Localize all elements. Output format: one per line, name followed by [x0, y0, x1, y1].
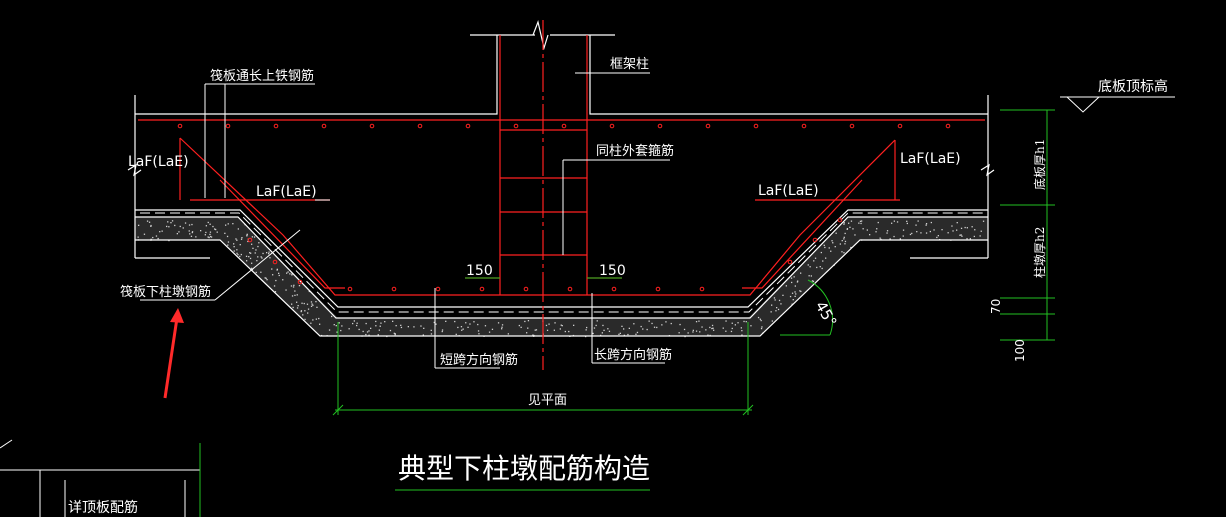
rebar-dot [435, 286, 441, 292]
rebar-dot [369, 123, 375, 129]
rebar-dot [657, 123, 663, 129]
slab-top-elevation-label: 底板顶标高 [1098, 78, 1168, 95]
laf-left-top-label: LaF(LaE) [128, 154, 189, 170]
rebar-section-dots [177, 123, 951, 292]
laf-right-top-label: LaF(LaE) [900, 151, 961, 167]
rebar-dot [945, 123, 951, 129]
rebar-dot [655, 286, 661, 292]
rebar-dot [273, 123, 279, 129]
rebar-dot [609, 123, 615, 129]
concrete-cushion-layer [135, 217, 988, 338]
short-span-rebar-label: 短跨方向钢筋 [440, 352, 518, 368]
rebar-dot [523, 286, 529, 292]
raft-top-rebar-label: 筏板通长上铁钢筋 [210, 68, 314, 84]
laf-right-mid-label: LaF(LaE) [758, 183, 819, 199]
leader-lines [0, 72, 1175, 517]
rebar-dot [801, 123, 807, 129]
rebar-dot [513, 123, 519, 129]
rebar-dot [705, 123, 711, 129]
rebar-dot [849, 123, 855, 129]
rebar-lines [138, 20, 985, 370]
dim-150-left-label: 150 [466, 263, 493, 279]
pier-height-label: 柱墩厚h2 [1032, 227, 1047, 278]
main-title: 典型下柱墩配筋构造 [398, 452, 650, 485]
rebar-dot [391, 286, 397, 292]
detail-slab-rebar-label: 详顶板配筋 [68, 499, 138, 516]
rebar-dot [699, 286, 705, 292]
rebar-dot [787, 259, 793, 265]
rebar-dot [753, 123, 759, 129]
rebar-dot [561, 123, 567, 129]
rebar-dot [247, 237, 253, 243]
bottom-rebar-dashed [140, 212, 985, 313]
column-outer-stirrup-label: 同柱外套箍筋 [596, 143, 674, 159]
rebar-dot [812, 237, 818, 243]
long-span-rebar-label: 长跨方向钢筋 [594, 347, 672, 363]
rebar-dot [465, 123, 471, 129]
rebar-dot [611, 286, 617, 292]
dim-70-label: 70 [989, 299, 1003, 314]
rebar-dot [417, 123, 423, 129]
see-plan-label: 见平面 [528, 393, 567, 408]
dim-100-label: 100 [1013, 339, 1027, 362]
rebar-dot [479, 286, 485, 292]
dimension-lines [199, 109, 1055, 517]
rebar-dot [177, 123, 183, 129]
rebar-dot [897, 123, 903, 129]
rebar-dot [347, 286, 353, 292]
rebar-dot [297, 279, 303, 285]
rebar-dot [225, 123, 231, 129]
slab-thickness-label: 底板厚h1 [1032, 139, 1047, 190]
rebar-dot [321, 123, 327, 129]
frame-column-label: 框架柱 [610, 57, 649, 72]
annotation-arrow [163, 308, 184, 399]
rebar-dot [567, 286, 573, 292]
laf-left-mid-label: LaF(LaE) [256, 184, 317, 200]
dim-150-right-label: 150 [599, 263, 626, 279]
rebar-dot [837, 217, 843, 223]
raft-pier-rebar-label: 筏板下柱墩钢筋 [120, 284, 211, 300]
rebar-dot [272, 259, 278, 265]
